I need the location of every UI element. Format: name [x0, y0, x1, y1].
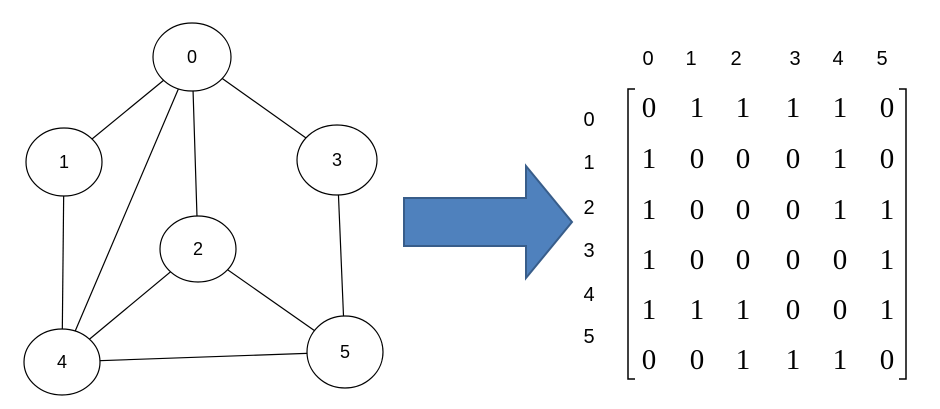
- matrix-cell-0-1: 1: [690, 92, 705, 124]
- node-label: 4: [57, 352, 67, 372]
- matrix-cell-2-1: 0: [690, 194, 705, 226]
- matrix-cell-4-4: 0: [833, 294, 848, 326]
- node-3: 3: [296, 124, 378, 196]
- matrix-cell-0-3: 1: [786, 92, 801, 124]
- node-circle: [23, 328, 101, 396]
- matrix-cell-0-4: 1: [833, 92, 848, 124]
- row-header-3: 3: [583, 240, 594, 262]
- node-label: 3: [332, 150, 342, 170]
- graph-edges: [61, 56, 346, 363]
- matrix-cell-1-5: 0: [880, 143, 895, 175]
- graph-nodes: 0 1 2 3 4 5: [23, 22, 384, 396]
- matrix-cell-3-5: 1: [880, 244, 895, 276]
- matrix-cell-3-1: 0: [690, 244, 705, 276]
- matrix-cell-1-1: 0: [690, 143, 705, 175]
- matrix-right-bracket: [899, 88, 907, 380]
- column-header-4: 4: [832, 48, 843, 70]
- matrix-cell-4-0: 1: [642, 294, 657, 326]
- column-header-3: 3: [789, 48, 800, 70]
- node-2: 2: [159, 215, 237, 283]
- node-4: 4: [23, 328, 101, 396]
- node-5: 5: [306, 315, 384, 389]
- matrix-cell-4-3: 0: [786, 294, 801, 326]
- row-header-2: 2: [583, 197, 594, 219]
- node-label: 1: [59, 152, 69, 172]
- matrix-cell-1-2: 0: [736, 143, 751, 175]
- matrix-cell-3-0: 1: [642, 244, 657, 276]
- node-circle: [159, 215, 237, 283]
- column-header-2: 2: [730, 48, 741, 70]
- matrix-cell-1-4: 1: [833, 143, 848, 175]
- row-header-0: 0: [583, 109, 594, 131]
- matrix-cell-2-3: 0: [786, 194, 801, 226]
- column-header-5: 5: [876, 48, 887, 70]
- transformation-arrow: [403, 163, 574, 281]
- matrix-cell-5-2: 1: [736, 344, 751, 376]
- matrix-cell-4-1: 1: [690, 294, 705, 326]
- row-header-4: 4: [583, 284, 594, 306]
- node-circle: [25, 127, 103, 197]
- column-header-1: 1: [685, 48, 696, 70]
- matrix-cell-0-0: 0: [642, 92, 657, 124]
- node-label: 5: [340, 342, 350, 362]
- edge-4-5: [61, 351, 346, 363]
- node-circle: [306, 315, 384, 389]
- matrix-cell-5-5: 0: [880, 344, 895, 376]
- node-label: 2: [193, 239, 203, 259]
- node-circle: [152, 22, 232, 92]
- row-header-1: 1: [583, 152, 594, 174]
- matrix-cell-0-5: 0: [880, 92, 895, 124]
- node-circle: [296, 124, 378, 196]
- node-1: 1: [25, 127, 103, 197]
- matrix-cell-4-2: 1: [736, 294, 751, 326]
- column-header-0: 0: [642, 48, 653, 70]
- matrix-cell-3-4: 0: [833, 244, 848, 276]
- matrix-cell-2-4: 1: [833, 194, 848, 226]
- matrix-left-bracket: [627, 88, 635, 380]
- matrix-cell-2-0: 1: [642, 194, 657, 226]
- matrix-cell-3-2: 0: [736, 244, 751, 276]
- matrix-cell-5-0: 0: [642, 344, 657, 376]
- matrix-cell-2-5: 1: [880, 194, 895, 226]
- matrix-cell-0-2: 1: [736, 92, 751, 124]
- matrix-cell-4-5: 1: [880, 294, 895, 326]
- matrix-cell-5-3: 1: [786, 344, 801, 376]
- row-header-5: 5: [583, 326, 594, 348]
- matrix-cell-5-4: 1: [833, 344, 848, 376]
- matrix-cell-5-1: 0: [690, 344, 705, 376]
- matrix-cell-1-0: 1: [642, 143, 657, 175]
- node-0: 0: [152, 22, 232, 92]
- matrix-cell-1-3: 0: [786, 143, 801, 175]
- matrix-cell-3-3: 0: [786, 244, 801, 276]
- matrix-cell-2-2: 0: [736, 194, 751, 226]
- node-label: 0: [187, 47, 197, 67]
- edge-0-4: [61, 56, 193, 363]
